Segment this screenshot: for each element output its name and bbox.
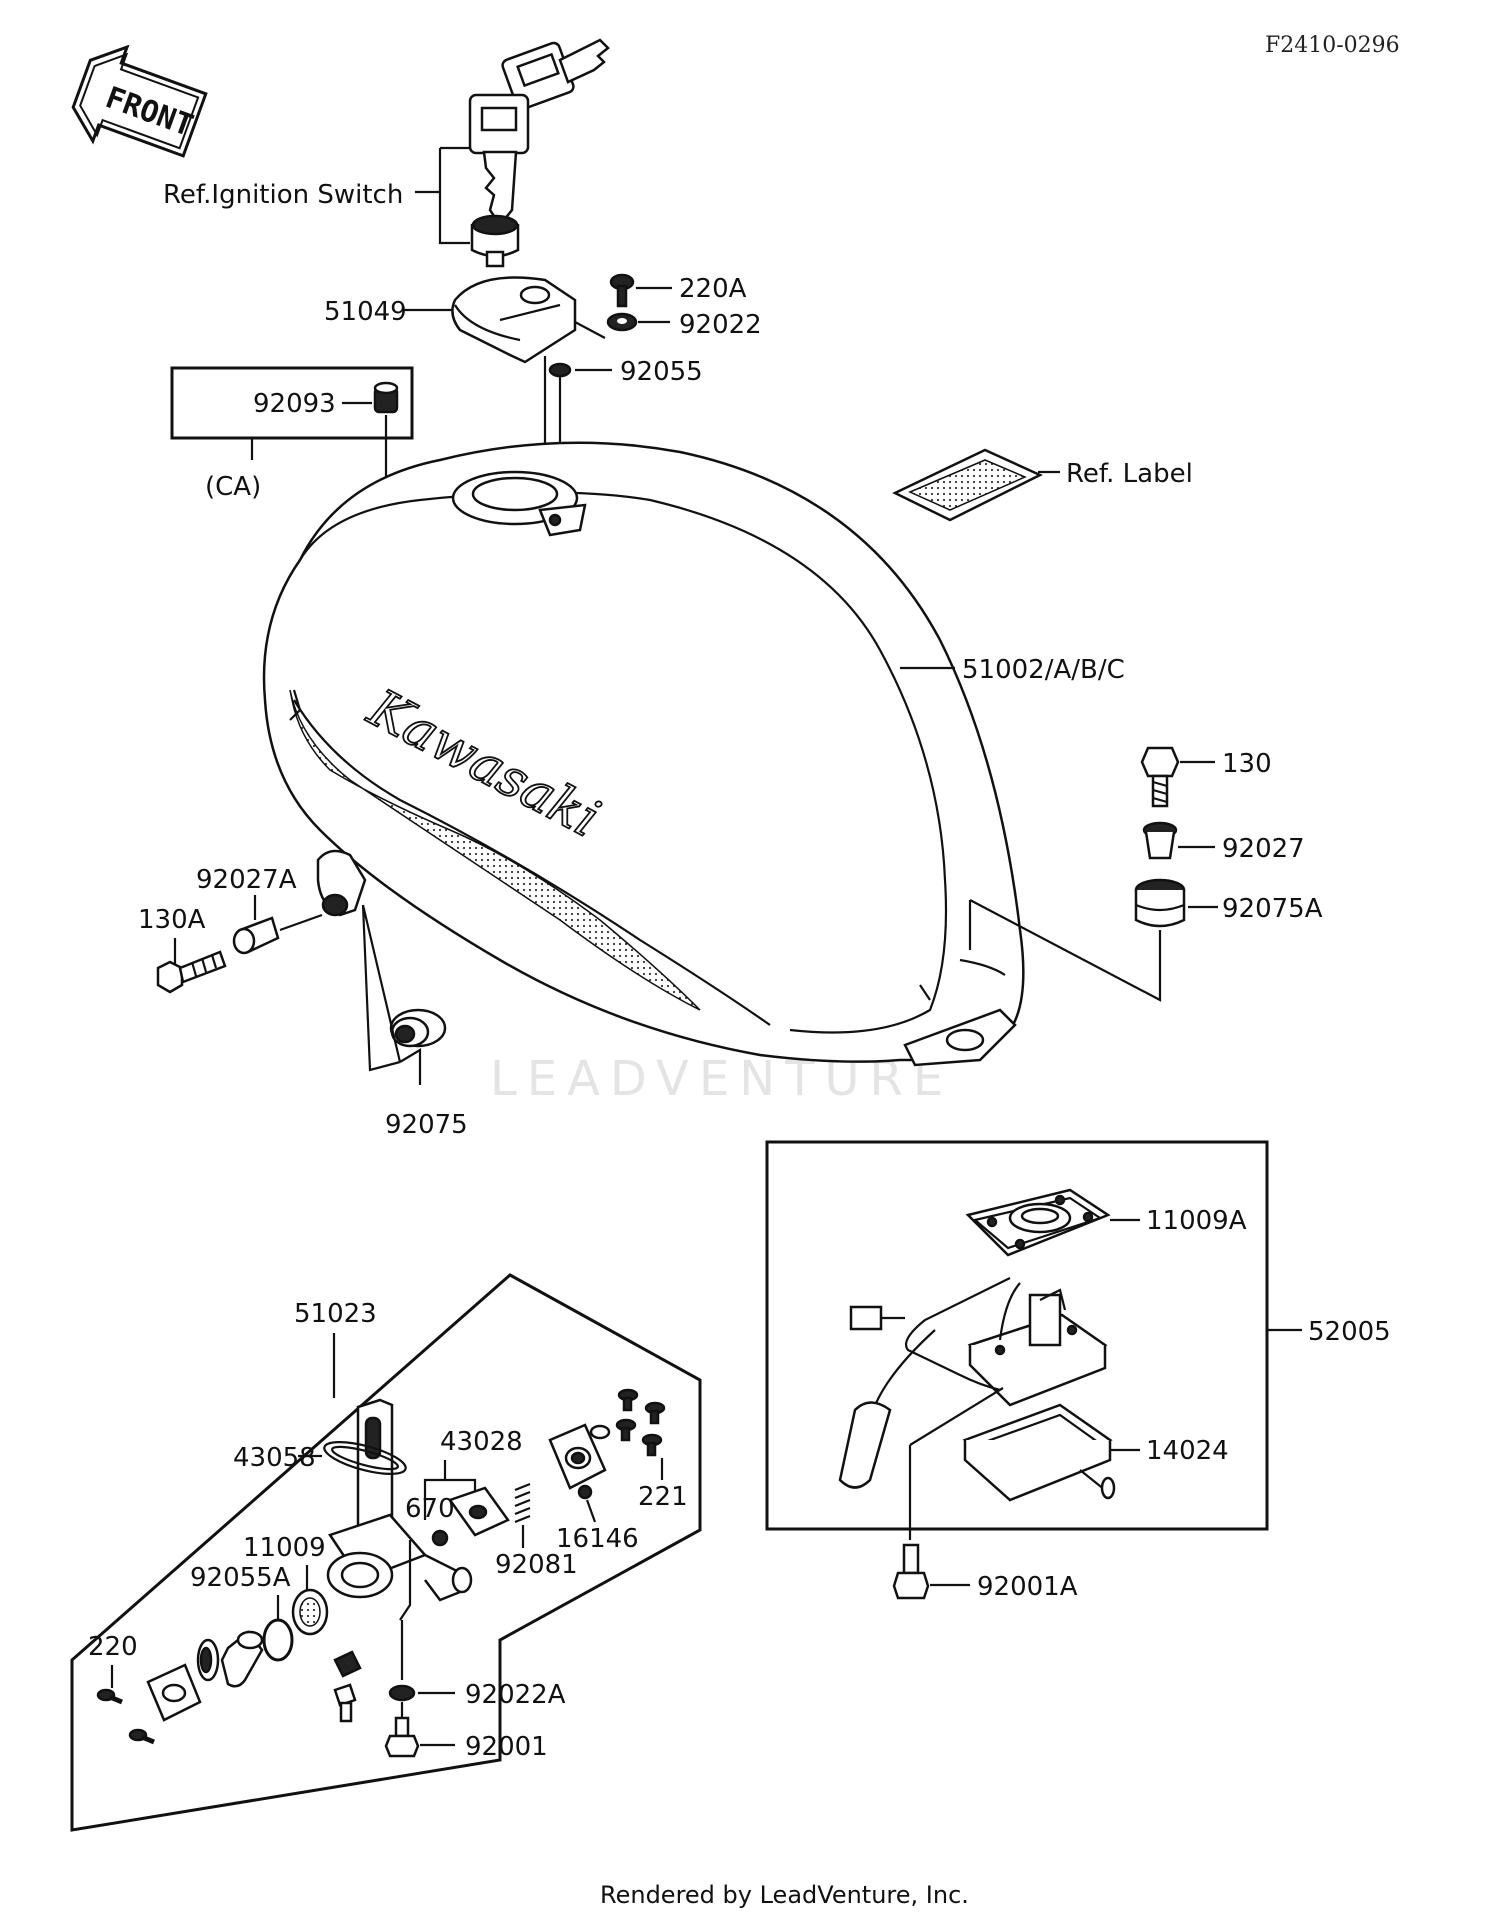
label-92022: 92022 bbox=[679, 310, 762, 340]
label-92001A: 92001A bbox=[977, 1572, 1078, 1602]
label-92081: 92081 bbox=[495, 1550, 578, 1580]
ref-label-sticker-icon bbox=[892, 448, 1043, 522]
screws-220-icon bbox=[96, 1688, 155, 1745]
front-arrow-icon: FRONT bbox=[71, 44, 208, 158]
label-52005: 52005 bbox=[1308, 1317, 1391, 1347]
label-92093: 92093 bbox=[253, 389, 336, 419]
bolt-92001-icon bbox=[384, 1716, 420, 1758]
label-16146: 16146 bbox=[556, 1524, 639, 1554]
label-51049: 51049 bbox=[324, 297, 407, 327]
label-92075A: 92075A bbox=[1222, 894, 1323, 924]
bolt-130-icon bbox=[1140, 746, 1180, 808]
label-43058: 43058 bbox=[233, 1443, 316, 1473]
label-130: 130 bbox=[1222, 749, 1272, 779]
washer-92022-icon bbox=[606, 312, 638, 332]
ball-670-icon bbox=[431, 1529, 449, 1547]
small-parts-icon bbox=[333, 1650, 362, 1723]
sender-unit-body-icon bbox=[838, 1277, 1108, 1489]
label-92075: 92075 bbox=[385, 1110, 468, 1140]
label-43028: 43028 bbox=[440, 1427, 523, 1457]
part-51049-ignition-cover bbox=[451, 276, 577, 364]
diagram-code: F2410-0296 bbox=[1265, 33, 1400, 58]
gasket-11009A-icon bbox=[965, 1188, 1111, 1257]
sender-unit-frame-52005 bbox=[765, 1140, 1269, 1531]
washer-92022A-icon bbox=[388, 1684, 416, 1702]
collar-92027A-icon bbox=[232, 916, 280, 955]
spring-92081-icon bbox=[514, 1482, 531, 1524]
cover-43028-icon bbox=[448, 1486, 510, 1537]
fuel-tank-51002: Kawasaki bbox=[262, 441, 1025, 1067]
label-92027: 92027 bbox=[1222, 834, 1305, 864]
label-92055: 92055 bbox=[620, 357, 703, 387]
label-220A: 220A bbox=[679, 274, 747, 304]
filter-screen-icon bbox=[220, 1630, 264, 1688]
label-92001: 92001 bbox=[465, 1732, 548, 1762]
label-11009A: 11009A bbox=[1146, 1206, 1247, 1236]
plug-92093-icon bbox=[373, 381, 399, 414]
label-11009: 11009 bbox=[243, 1533, 326, 1563]
label-ref-label: Ref. Label bbox=[1066, 459, 1193, 489]
label-51002: 51002/A/B/C bbox=[962, 655, 1125, 685]
label-670: 670 bbox=[405, 1494, 455, 1524]
bolt-92001A-icon bbox=[892, 1543, 930, 1600]
label-14024: 14024 bbox=[1146, 1436, 1229, 1466]
bolt-130A-icon bbox=[156, 950, 227, 994]
screw-220A-icon bbox=[609, 273, 635, 308]
damper-92075-icon bbox=[389, 1008, 447, 1048]
label-51023: 51023 bbox=[294, 1299, 377, 1329]
gasket-11009-icon bbox=[291, 1588, 329, 1636]
washer-92055-icon bbox=[548, 362, 572, 378]
label-221: 221 bbox=[638, 1482, 688, 1512]
label-92022A: 92022A bbox=[465, 1680, 566, 1710]
sediment-cup-icon bbox=[196, 1638, 220, 1682]
collar-92027-icon bbox=[1142, 821, 1178, 860]
fuel-tap-frame-51023 bbox=[70, 1273, 702, 1832]
lever-plate-16146-icon bbox=[548, 1423, 611, 1500]
footer-credit: Rendered by LeadVenture, Inc. bbox=[600, 1881, 969, 1909]
label-ca: (CA) bbox=[205, 472, 261, 502]
ignition-key-icon bbox=[468, 38, 610, 268]
ca-frame bbox=[170, 366, 414, 440]
filter-14024-icon bbox=[962, 1403, 1116, 1502]
label-130A: 130A bbox=[138, 905, 206, 935]
damper-92075A-icon bbox=[1134, 878, 1186, 928]
o-ring-92055A-icon bbox=[262, 1618, 294, 1662]
flange-plate-icon bbox=[146, 1663, 202, 1722]
fuel-tap-body-icon bbox=[326, 1398, 473, 1621]
o-ring-43058-icon bbox=[323, 1441, 407, 1475]
label-92055A: 92055A bbox=[190, 1563, 291, 1593]
screws-221-icon bbox=[615, 1388, 666, 1457]
label-220: 220 bbox=[88, 1632, 138, 1662]
label-ref-ignition-switch: Ref.Ignition Switch bbox=[163, 180, 403, 210]
label-92027A: 92027A bbox=[196, 865, 297, 895]
